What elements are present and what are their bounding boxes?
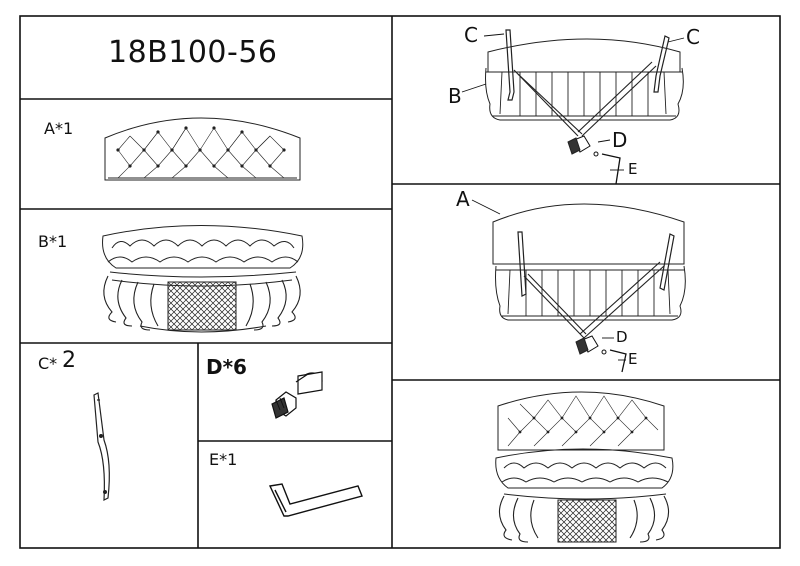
step1-leader-lines bbox=[461, 33, 685, 171]
frame-grid bbox=[19, 15, 781, 549]
part-b-label: B*1 bbox=[38, 232, 68, 251]
part-a-label: A*1 bbox=[44, 119, 74, 138]
part-e-hex-key bbox=[268, 483, 363, 517]
step1-callout-e: E bbox=[628, 160, 638, 178]
part-b-seat bbox=[102, 225, 304, 333]
step3-assembled bbox=[495, 391, 674, 543]
step1-diagram bbox=[485, 29, 684, 185]
step1-callout-c-left: C bbox=[464, 23, 478, 47]
part-e-label: E*1 bbox=[209, 450, 238, 469]
part-c-label-count: 2 bbox=[62, 348, 76, 373]
part-a-backrest bbox=[104, 117, 301, 181]
step2-leader-lines bbox=[471, 199, 626, 361]
step1-callout-b: B bbox=[448, 84, 462, 108]
step2-callout-a: A bbox=[456, 187, 470, 211]
step2-callout-e: E bbox=[628, 350, 638, 368]
step1-callout-d: D bbox=[612, 128, 628, 152]
part-c-label-letter: C* bbox=[38, 354, 58, 373]
step1-callout-c-right: C bbox=[686, 25, 700, 49]
part-c-bracket bbox=[93, 392, 110, 501]
step2-diagram bbox=[492, 203, 686, 373]
step2-callout-d: D bbox=[616, 328, 628, 346]
model-number: 18B100-56 bbox=[108, 35, 278, 70]
part-d-label: D*6 bbox=[206, 355, 247, 379]
part-d-bolt bbox=[271, 371, 323, 419]
